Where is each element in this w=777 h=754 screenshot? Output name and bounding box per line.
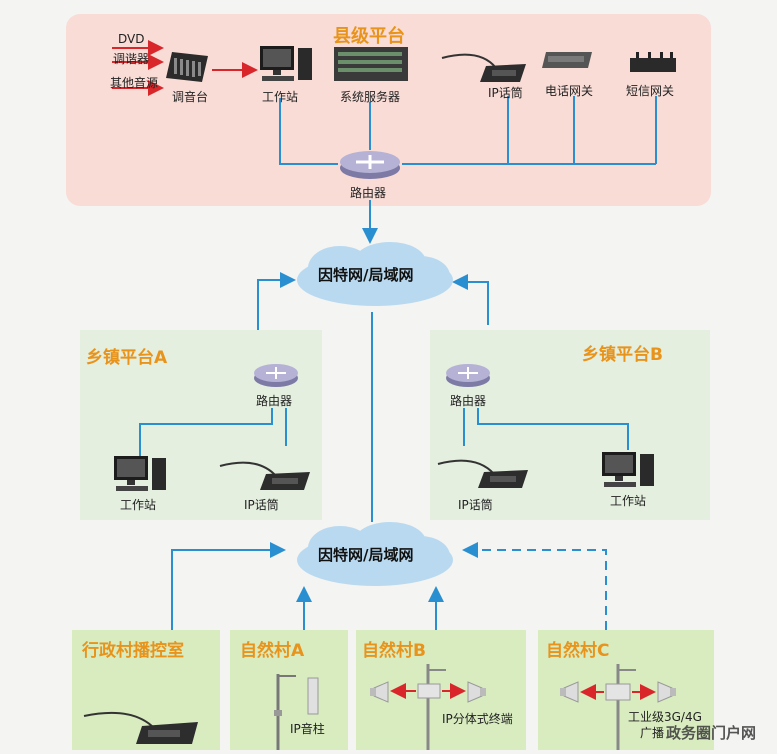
town-b-workstation-icon xyxy=(600,450,662,490)
network-cloud-bottom xyxy=(290,520,460,592)
town-b-ip-microphone-icon xyxy=(436,454,532,490)
town-b-router-label: 路由器 xyxy=(450,394,487,408)
industrial-terminal-icon xyxy=(556,664,680,750)
village-a-panel xyxy=(230,630,348,750)
network-top-label: 因特网/局域网 xyxy=(318,266,414,284)
village-control-microphone-icon xyxy=(82,700,202,746)
phone-gateway-icon xyxy=(540,50,594,74)
mixer-icon xyxy=(164,50,210,84)
town-a-router-icon xyxy=(252,362,300,388)
town-b-router-icon xyxy=(444,362,492,388)
town-a-ip-microphone-label: IP话筒 xyxy=(244,498,279,512)
town-b-ip-microphone-label: IP话筒 xyxy=(458,498,493,512)
split-terminal-icon xyxy=(366,664,490,750)
town-a-router-label: 路由器 xyxy=(256,394,293,408)
town-a-ip-microphone-icon xyxy=(218,456,314,492)
server-label: 系统服务器 xyxy=(340,90,401,104)
village-c-title: 自然村C xyxy=(546,641,610,661)
village-c-device-label-2: 广播 xyxy=(640,726,665,740)
watermark: 政务圈门户网 xyxy=(666,724,757,742)
village-b-title: 自然村B xyxy=(362,641,426,661)
sms-gateway-icon xyxy=(628,52,678,74)
network-cloud-top xyxy=(290,240,460,312)
town-a-title: 乡镇平台A xyxy=(86,348,168,368)
sms-gateway-label: 短信网关 xyxy=(626,84,675,98)
county-platform-title: 县级平台 xyxy=(333,26,405,47)
village-control-title: 行政村播控室 xyxy=(82,641,184,661)
ip-microphone-label: IP话筒 xyxy=(488,86,523,100)
town-b-title: 乡镇平台B xyxy=(582,345,663,365)
input-tuner-label: 调谐器 xyxy=(113,52,150,66)
village-b-device-label: IP分体式终端 xyxy=(442,712,513,726)
network-bottom-label: 因特网/局域网 xyxy=(318,546,414,564)
server-icon xyxy=(333,46,409,82)
workstation-label: 工作站 xyxy=(262,90,299,104)
workstation-icon xyxy=(258,44,318,84)
router-icon xyxy=(338,148,402,180)
router-label: 路由器 xyxy=(350,186,387,200)
town-a-workstation-label: 工作站 xyxy=(120,498,157,512)
village-a-title: 自然村A xyxy=(240,641,305,661)
mixer-label: 调音台 xyxy=(172,90,209,104)
town-a-workstation-icon xyxy=(112,454,174,494)
town-b-workstation-label: 工作站 xyxy=(610,494,647,508)
village-c-device-label: 工业级3G/4G xyxy=(628,710,702,724)
input-dvd-label: DVD xyxy=(118,32,145,46)
ip-microphone-icon xyxy=(440,48,530,84)
phone-gateway-label: 电话网关 xyxy=(545,84,594,98)
ip-sound-column-icon xyxy=(270,670,320,750)
village-a-device-label: IP音柱 xyxy=(290,722,325,736)
input-other-label: 其他音源 xyxy=(110,76,159,90)
